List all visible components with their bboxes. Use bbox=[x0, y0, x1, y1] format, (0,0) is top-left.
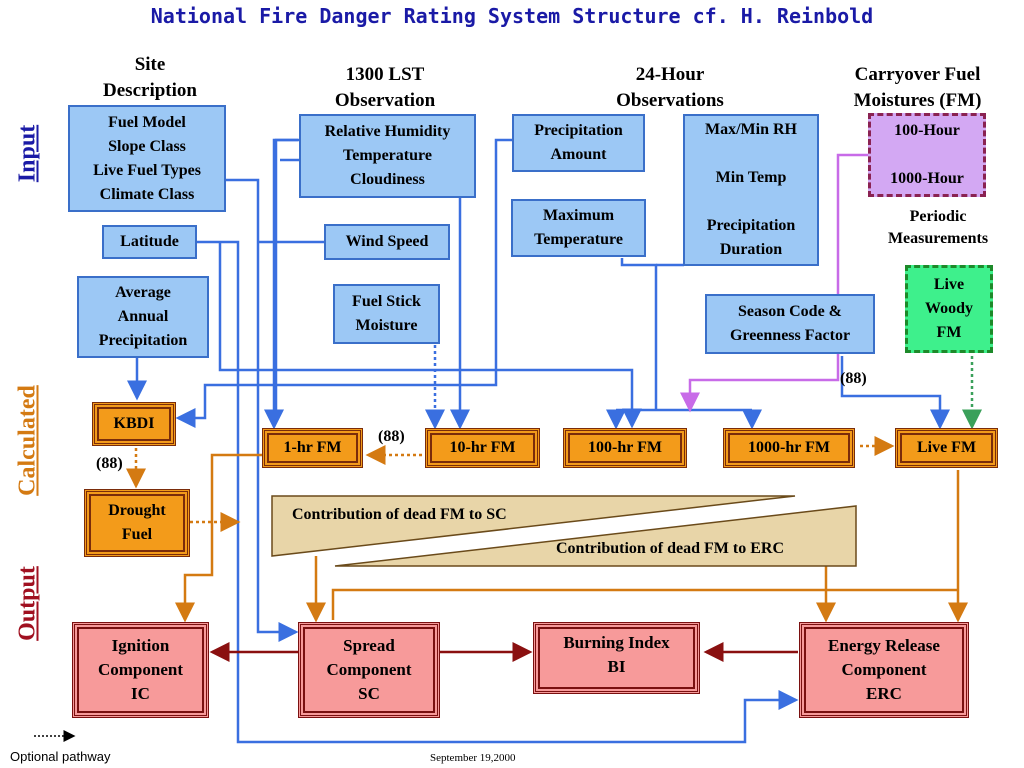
relative-humidity-box: Relative Humidity Temperature Cloudiness bbox=[299, 114, 476, 198]
live-fm-box: Live FM bbox=[895, 428, 998, 468]
page-title: National Fire Danger Rating System Struc… bbox=[150, 4, 874, 28]
periodic-measurements-label: Periodic Measurements bbox=[887, 208, 989, 247]
fm-10hr-box: 10-hr FM bbox=[425, 428, 540, 468]
fm-1hr-box: 1-hr FM bbox=[262, 428, 363, 468]
average-annual-precipitation-box: Average Annual Precipitation bbox=[77, 276, 209, 358]
latitude-box: Latitude bbox=[102, 225, 197, 259]
header-site-description: Site Description bbox=[103, 54, 197, 101]
kbdi-88-label: (88) bbox=[96, 455, 123, 472]
ignition-component-box: Ignition Component IC bbox=[72, 622, 209, 718]
carryover-moisture-box: 100-Hour 1000-Hour bbox=[868, 113, 986, 197]
drought-fuel-box: Drought Fuel bbox=[84, 489, 190, 557]
burning-index-box: Burning Index BI bbox=[533, 622, 700, 694]
kbdi-box: KBDI bbox=[92, 402, 176, 446]
maximum-temperature-box: Maximum Temperature bbox=[511, 199, 646, 257]
fm-88-label: (88) bbox=[378, 428, 405, 445]
energy-release-component-box: Energy Release Component ERC bbox=[799, 622, 969, 718]
wedge-erc-label: Contribution of dead FM to ERC bbox=[556, 540, 785, 557]
fm-100hr-box: 100-hr FM bbox=[563, 428, 687, 468]
fuel-stick-moisture-box: Fuel Stick Moisture bbox=[333, 284, 440, 344]
fm-1000hr-box: 1000-hr FM bbox=[723, 428, 855, 468]
max-min-rh-box: Max/Min RH Min Temp Precipitation Durati… bbox=[683, 114, 819, 266]
date-footer: September 19,2000 bbox=[430, 752, 516, 764]
spread-component-box: Spread Component SC bbox=[298, 622, 440, 718]
header-24-hour-observations: 24-Hour Observations bbox=[616, 64, 724, 111]
wind-speed-box: Wind Speed bbox=[324, 224, 450, 260]
precipitation-amount-box: Precipitation Amount bbox=[512, 114, 645, 172]
season-code-box: Season Code & Greenness Factor bbox=[705, 294, 875, 354]
live-woody-fm-box: Live Woody FM bbox=[905, 265, 993, 353]
live-88-label: (88) bbox=[840, 370, 867, 387]
header-1300-observation: 1300 LST Observation bbox=[334, 64, 436, 111]
header-carryover-fuel-moistures: Carryover Fuel Moistures (FM) bbox=[853, 64, 982, 111]
optional-pathway-legend: Optional pathway bbox=[10, 749, 111, 764]
fuel-model-box: Fuel Model Slope Class Live Fuel Types C… bbox=[68, 105, 226, 212]
wedge-sc-label: Contribution of dead FM to SC bbox=[292, 506, 507, 523]
